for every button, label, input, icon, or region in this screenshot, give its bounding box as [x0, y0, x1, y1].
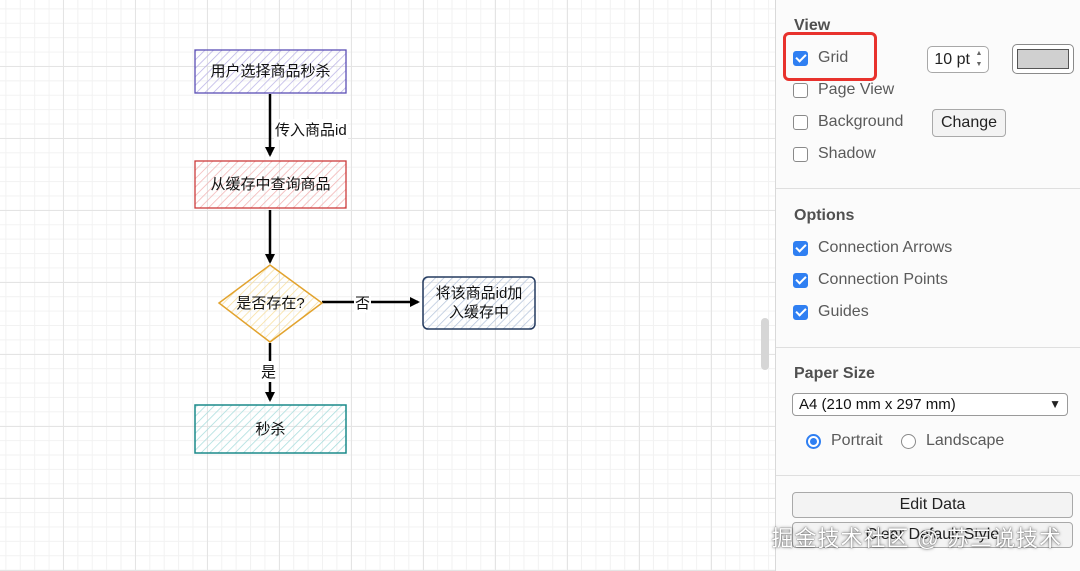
page-view-checkbox[interactable] [793, 82, 808, 98]
background-label: Background [818, 113, 904, 130]
edge-label-pass-id: 传入商品id [274, 119, 348, 140]
node-seckill-shape[interactable] [194, 404, 347, 454]
grid-size-stepper[interactable]: ▲ ▼ [973, 50, 985, 69]
grid-highlight-box [783, 32, 877, 81]
grid-color-swatch [1017, 49, 1069, 69]
grid-size-input[interactable]: 10 pt ▲ ▼ [927, 46, 989, 73]
connection-points-checkbox[interactable] [793, 272, 808, 288]
guides-label: Guides [818, 303, 869, 320]
watermark: 掘金技术社区 @ 苏三说技术 [771, 526, 1062, 551]
portrait-option[interactable]: Portrait [806, 432, 883, 450]
grid-option[interactable]: Grid [793, 49, 848, 67]
guides-option[interactable]: Guides [793, 303, 869, 321]
diagram-svg [194, 49, 536, 454]
options-section-title: Options [794, 207, 855, 224]
node-decision-shape[interactable] [217, 264, 324, 343]
change-background-button[interactable]: Change [932, 109, 1006, 137]
connection-arrows-checkbox[interactable] [793, 240, 808, 256]
view-section: View Grid Page View Background Shadow [776, 0, 1080, 189]
stepper-up-icon[interactable]: ▲ [975, 50, 983, 57]
node-start-shape[interactable] [194, 49, 347, 94]
paper-size-title: Paper Size [794, 365, 875, 382]
options-section: Options Connection Arrows Connection Poi… [776, 189, 1080, 348]
paper-size-select[interactable]: A4 (210 mm x 297 mm) ▼ [792, 393, 1068, 416]
view-section-title: View [794, 17, 831, 34]
connection-points-label: Connection Points [818, 271, 948, 288]
connection-arrows-option[interactable]: Connection Arrows [793, 239, 952, 257]
grid-checkbox[interactable] [793, 50, 808, 66]
background-option[interactable]: Background [793, 113, 903, 131]
shadow-checkbox[interactable] [793, 146, 808, 162]
paper-size-section: Paper Size Portrait Landscape [776, 348, 1080, 476]
page-view-label: Page View [818, 81, 895, 98]
node-add-label: 将该商品id加入缓存中 [435, 285, 523, 321]
landscape-label: Landscape [926, 432, 1005, 449]
shadow-option[interactable]: Shadow [793, 145, 876, 163]
grid-size-value: 10 pt [934, 50, 970, 68]
landscape-radio[interactable] [901, 433, 916, 449]
portrait-label: Portrait [831, 432, 883, 449]
edge-label-yes: 是 [260, 361, 278, 382]
edge-label-no: 否 [354, 292, 372, 313]
node-start-label: 用户选择商品秒杀 [210, 63, 331, 80]
node-add-shape[interactable] [422, 276, 536, 330]
node-decision-label: 是否存在? [236, 294, 305, 312]
shadow-label: Shadow [818, 145, 876, 162]
node-seckill-label: 秒杀 [255, 420, 286, 438]
connection-points-option[interactable]: Connection Points [793, 271, 948, 289]
landscape-option[interactable]: Landscape [901, 432, 1004, 450]
stepper-down-icon[interactable]: ▼ [975, 61, 983, 68]
guides-checkbox[interactable] [793, 304, 808, 320]
grid-label: Grid [818, 49, 849, 66]
background-checkbox[interactable] [793, 114, 808, 130]
clear-default-style-button[interactable]: Clear Default Style [792, 522, 1073, 548]
node-query-shape[interactable] [194, 160, 347, 209]
page-view-option[interactable]: Page View [793, 81, 894, 99]
paper-size-value: A4 (210 mm x 297 mm) [799, 396, 956, 413]
grid-color-button[interactable] [1012, 44, 1074, 74]
edit-data-button[interactable]: Edit Data [792, 492, 1073, 518]
node-query-label: 从缓存中查询商品 [210, 176, 331, 193]
chevron-down-icon: ▼ [1049, 397, 1061, 411]
canvas-scrollbar-thumb[interactable] [761, 318, 769, 370]
format-panel: View Grid Page View Background Shadow Op… [775, 0, 1080, 571]
connection-arrows-label: Connection Arrows [818, 239, 953, 256]
diagram-canvas[interactable]: 用户选择商品秒杀 从缓存中查询商品 是否存在? 将该商品id加入缓存中 秒杀 传… [0, 0, 775, 571]
portrait-radio[interactable] [806, 433, 821, 449]
